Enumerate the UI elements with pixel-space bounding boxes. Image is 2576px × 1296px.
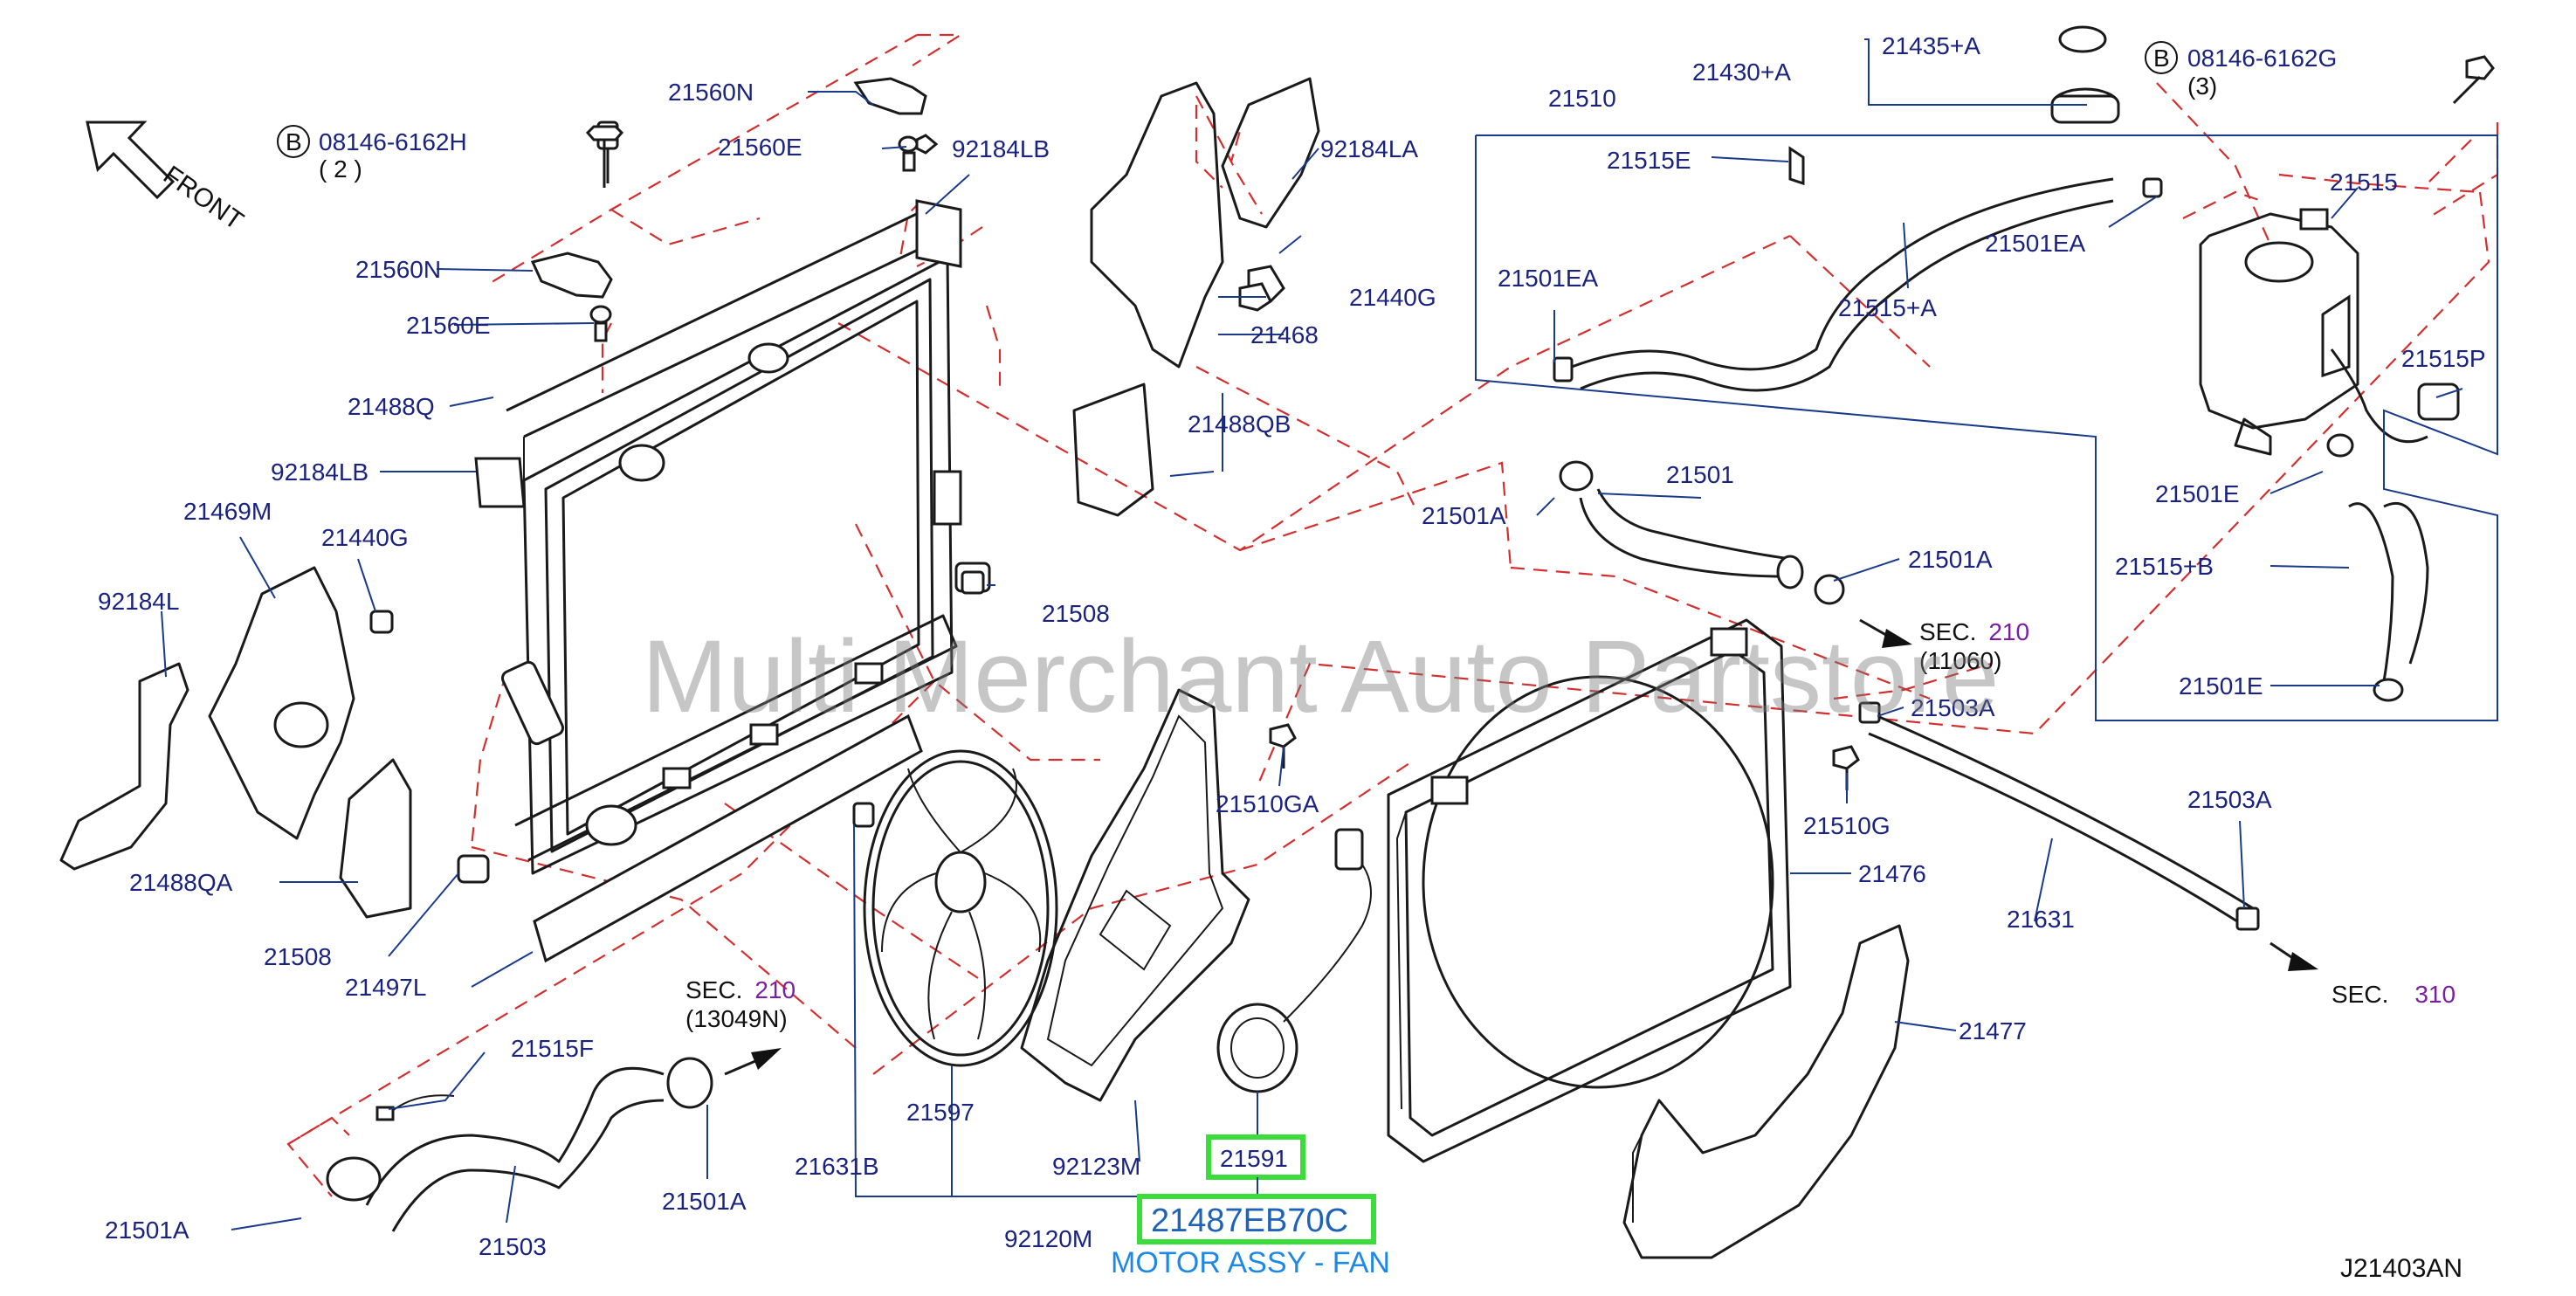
part-label: 21501A [662,1188,747,1215]
svg-text:SEC.310: SEC. 310 [2331,981,2455,1008]
part-label: 21435+A [1882,32,1980,59]
diagram-code: J21403AN [2340,1254,2462,1283]
part-label: 21515+B [2115,553,2214,580]
front-label: FRONT [158,161,249,236]
part-label: 21508 [264,943,332,970]
lower-radiator-hose [326,1057,713,1232]
part-label: 21501A [1908,546,1993,573]
reservoir-frame [1475,134,2498,721]
sec-number: 310 [2414,981,2455,1008]
section-ref-210-13049n: SEC. 210 (13049N) [685,976,796,1032]
part-label: 21440G [1349,284,1436,311]
upper-radiator-hose [1559,460,1845,605]
part-labels: 21560N 21560E 92184LB 21560N 21560E 2148… [98,32,2486,1260]
fan-shroud-large [1387,618,1792,1163]
sec-number: 210 [754,976,796,1003]
part-label: 21515P [2401,345,2486,372]
part-label: 21510G [1803,812,1891,839]
part-label-21591: 21591 [1220,1145,1288,1172]
bolt-h-code: 08146-6162H [319,128,467,155]
part-label: 21631B [795,1153,879,1180]
part-label: 21560E [718,134,802,161]
part-label: 21510 [1548,85,1616,112]
part-label: 21631 [2007,906,2075,933]
front-arrow: FRONT [86,121,249,236]
highlight-caption: MOTOR ASSY - FAN [1111,1246,1390,1279]
part-label: 21501 [1666,461,1734,488]
part-label: 21468 [1250,321,1319,348]
bolt-g-qty: (3) [2187,72,2217,100]
fan-shroud-small [1020,688,1250,1102]
part-label: 21515F [511,1035,594,1062]
left-air-guides [59,566,412,919]
part-label: 21510GA [1216,790,1319,817]
highlight-part-number: 21487EB70C [1151,1203,1348,1239]
sec-sub: (11060) [1919,647,2001,674]
part-label: 21501E [2179,672,2263,700]
part-label: 21488Q [348,393,435,420]
radiator [500,208,962,875]
part-label: 92184L [98,588,179,615]
section-ref-310: SEC. 310 [2331,981,2455,1008]
part-label: 21477 [1959,1017,2027,1044]
part-label: 21501EA [1498,265,1599,292]
dashed-assembly-lines [286,33,2499,1197]
part-label: 21503A [2187,786,2272,813]
part-label: 21469M [183,498,272,525]
lower-air-guide [1622,924,1910,1259]
part-label: 92123M [1052,1153,1140,1180]
section-ref-210-11060: SEC. 210 (11060) [1919,618,2029,674]
bolt-g-code: 08146-6162G [2187,45,2337,72]
part-label: 92184LA [1320,135,1418,162]
sec-word: SEC. [1919,618,1976,645]
reservoir-tank [1553,25,2460,702]
part-label: 92120M [1004,1225,1092,1252]
part-label: 21476 [1858,860,1926,887]
part-label: 21508 [1042,600,1110,627]
part-label: 21515E [1607,147,1691,174]
part-label: 21560N [355,256,441,283]
part-label: 21503 [479,1233,547,1260]
part-label: 21497L [345,974,426,1001]
part-label: 21501A [1422,502,1506,529]
fan-motor [1216,828,1372,1093]
sec-sub: (13049N) [685,1005,788,1032]
watermark: Multi Merchant Auto Partstore [642,619,1999,734]
part-label: 21515+A [1838,294,1937,321]
upper-air-guides [1072,77,1320,517]
sec-word: SEC. [2331,981,2388,1008]
overflow-hose [1858,701,2260,931]
part-label: 21515 [2330,169,2398,196]
part-label: 21560N [668,79,754,106]
part-label: 92184LB [271,458,368,486]
bolt-g-circle-letter: B [2153,45,2170,72]
highlighted-callout: 21591 21487EB70C MOTOR ASSY - FAN [1111,1134,1390,1279]
part-label: 21440G [321,524,409,551]
part-label: 92184LB [952,135,1050,162]
svg-text:SEC.210: SEC. 210 [685,976,796,1003]
svg-text:SEC.210: SEC. 210 [1919,618,2029,645]
section-arrows [724,618,2318,1076]
sec-number: 210 [1988,618,2029,645]
bolt-h-qty: ( 2 ) [319,155,362,183]
sec-word: SEC. [685,976,742,1003]
part-label: 21560E [406,312,491,339]
leader-lines [161,38,2463,1231]
part-label: 21501E [2155,480,2240,507]
part-label: 21597 [906,1099,975,1126]
part-label: 21501A [105,1217,189,1244]
radiator-brackets [457,77,991,963]
bolt-h-circle-letter: B [286,128,302,155]
bolt-callout-g: B 08146-6162G (3) [2145,41,2337,100]
part-label: 21488QB [1188,410,1291,438]
part-label: 21488QA [129,869,233,896]
part-label: 21430+A [1692,59,1791,86]
part-label: 21503A [1911,694,1995,721]
bolt-callout-h: B 08146-6162H ( 2 ) [277,125,467,183]
hardware-bolts [585,55,2495,790]
cooling-fan [852,749,1058,1067]
part-label: 21501EA [1985,230,2086,257]
